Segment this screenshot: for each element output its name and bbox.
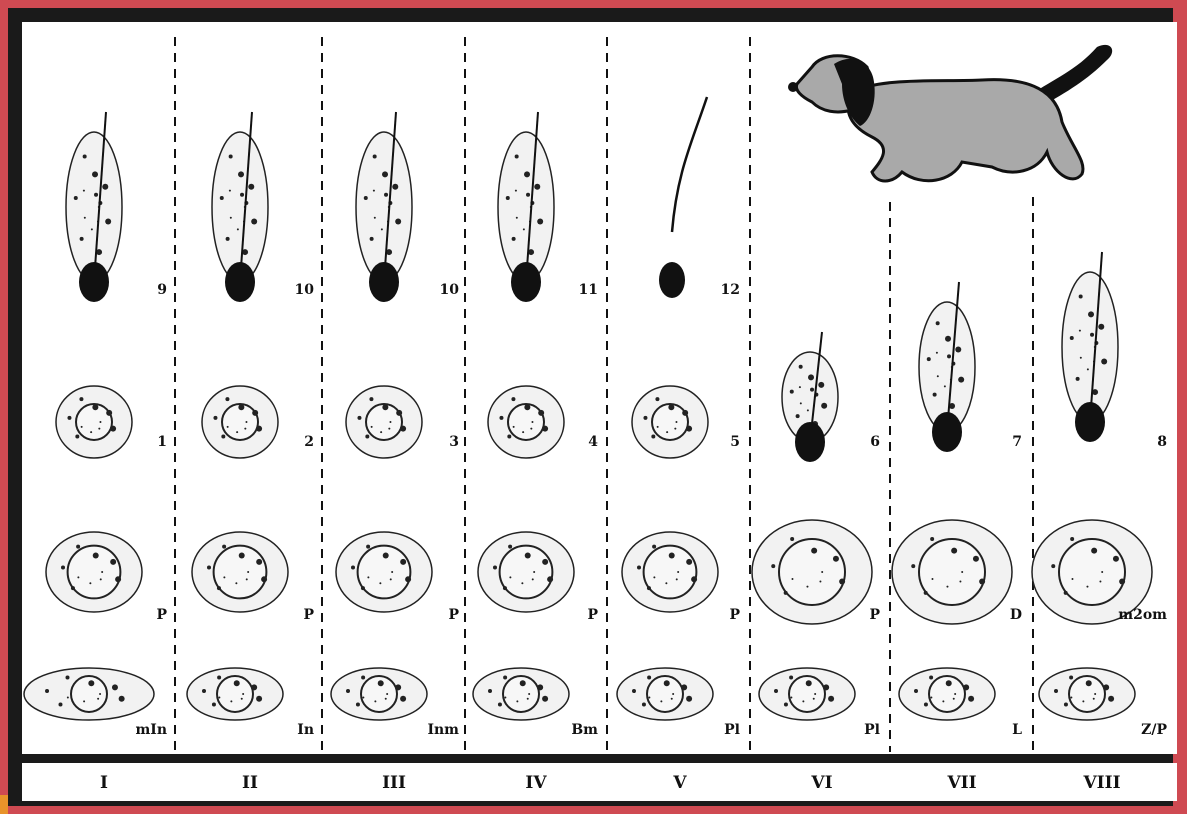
cell-label: Bm: [571, 722, 598, 738]
stage-bar: IIIIIIIVVVIVIIVIII: [22, 763, 1177, 801]
cell-label: P: [303, 607, 314, 623]
cell-label: Pl: [724, 722, 740, 738]
cell-label: 10: [440, 282, 459, 298]
stage-label: II: [210, 773, 290, 793]
stage-label: I: [64, 773, 144, 793]
stage-label: VII: [922, 773, 1002, 793]
spermatozoon-tail: [672, 97, 707, 232]
spermatid-cell: [66, 132, 122, 282]
stage-label: III: [354, 773, 434, 793]
cell-label: P: [156, 607, 167, 623]
spermatid-cell: [356, 132, 412, 282]
cell-label: P: [869, 607, 880, 623]
cell-label: D: [1010, 607, 1022, 623]
cell-label: L: [1012, 722, 1022, 738]
cell-label: 7: [1012, 434, 1022, 450]
cell-label: 2: [304, 434, 314, 450]
cell-label: Z/P: [1141, 722, 1167, 738]
stage-label: VIII: [1062, 773, 1142, 793]
stage-label: IV: [496, 773, 576, 793]
cell-label: 11: [579, 282, 598, 298]
cell-label: 8: [1157, 434, 1167, 450]
cell-label: mIn: [135, 722, 167, 738]
figure-panel: 9 1PmIn 10 2P In 10 3P Inm 11 4P Bm 12 5P Pl 6P Pl 7D L 8 m…: [22, 22, 1177, 754]
cell-label: 1: [157, 434, 167, 450]
spermatozoon-head: [659, 262, 685, 298]
spermatid-cell: [212, 132, 268, 282]
elongating-spermatid: [1062, 272, 1118, 422]
stage-label: VI: [782, 773, 862, 793]
cell-drawings: [22, 22, 1177, 754]
cell-label: 6: [870, 434, 880, 450]
corner-mark: [0, 795, 8, 814]
cell-label: 3: [449, 434, 459, 450]
cell-label: Pl: [864, 722, 880, 738]
cell-label: 4: [588, 434, 598, 450]
cell-label: P: [729, 607, 740, 623]
cell-label: 10: [295, 282, 314, 298]
cell-label: In: [297, 722, 314, 738]
cell-label: P: [587, 607, 598, 623]
cell-label: P: [448, 607, 459, 623]
dog-illustration: [788, 45, 1112, 181]
cell-label: 12: [721, 282, 740, 298]
stage-label: V: [640, 773, 720, 793]
cell-label: Inm: [427, 722, 459, 738]
spermatid-cell: [498, 132, 554, 282]
cell-label: m2om: [1118, 607, 1167, 623]
cell-label: 5: [730, 434, 740, 450]
cell-label: 9: [157, 282, 167, 298]
